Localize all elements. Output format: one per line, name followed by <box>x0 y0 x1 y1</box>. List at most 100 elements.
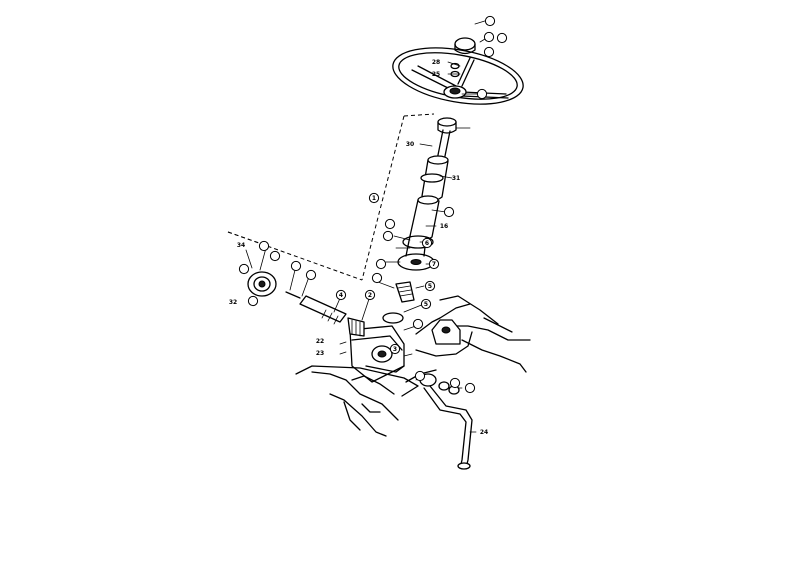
callout-circle <box>238 263 250 275</box>
callout-unlabeled <box>476 88 488 100</box>
callout-31: 31 <box>452 175 460 182</box>
callout-circle <box>476 88 488 100</box>
callout-circle <box>484 15 496 27</box>
callout-circle <box>290 260 302 272</box>
callout-number: 2 <box>368 292 372 299</box>
callout-unlabeled <box>449 377 461 389</box>
callout-circle <box>364 289 376 301</box>
callout-circle <box>483 31 495 43</box>
callout-unlabeled <box>371 272 383 284</box>
sector-gear <box>347 317 365 337</box>
callout-circle <box>382 230 394 242</box>
callout-30: 30 <box>406 141 414 148</box>
callout-number: 34 <box>237 242 245 249</box>
callout-circle <box>368 192 380 204</box>
assembly-group-bracket <box>227 113 435 281</box>
callout-circle <box>371 272 383 284</box>
callout-circle <box>269 250 281 262</box>
callout-unlabeled <box>375 258 387 270</box>
callout-number: 24 <box>480 429 488 436</box>
callout-25: 25 <box>432 71 440 78</box>
worm-gear <box>395 281 415 303</box>
callout-7: 7 <box>428 258 440 270</box>
callout-number: 16 <box>440 223 448 230</box>
callout-number: 5 <box>424 301 428 308</box>
callout-circle <box>483 46 495 58</box>
callout-unlabeled <box>483 31 495 43</box>
thrust-washer <box>382 312 404 324</box>
callout-23: 23 <box>316 350 324 357</box>
callout-2: 2 <box>364 289 376 301</box>
callout-circle <box>424 280 436 292</box>
pinion-housing <box>247 271 277 297</box>
callout-circle <box>420 298 432 310</box>
callout-number: 32 <box>229 299 237 306</box>
callout-6: 6 <box>421 237 433 249</box>
callout-unlabeled <box>384 218 396 230</box>
callout-unlabeled <box>483 46 495 58</box>
callout-unlabeled <box>269 250 281 262</box>
callout-unlabeled <box>258 240 270 252</box>
callout-unlabeled <box>464 382 476 394</box>
callout-unlabeled <box>247 295 259 307</box>
callout-number: 25 <box>432 71 440 78</box>
bracket-upper-right <box>431 319 461 345</box>
callout-number: 23 <box>316 350 324 357</box>
horn-cap <box>454 37 476 55</box>
pinion-shaft <box>285 291 347 325</box>
callout-circle <box>449 377 461 389</box>
callout-number: 31 <box>452 175 460 182</box>
steering-shaft <box>436 129 451 162</box>
callout-28: 28 <box>432 59 440 66</box>
callout-circle <box>375 258 387 270</box>
callout-circle <box>247 295 259 307</box>
frame-chassis <box>295 295 531 437</box>
callout-unlabeled <box>412 318 424 330</box>
callout-number: 1 <box>372 195 376 202</box>
callout-5: 5 <box>420 298 432 310</box>
gear-box <box>349 325 405 383</box>
callout-unlabeled <box>290 260 302 272</box>
callout-number: 6 <box>425 240 429 247</box>
callout-5: 5 <box>424 280 436 292</box>
callout-unlabeled <box>238 263 250 275</box>
callout-circle <box>414 370 426 382</box>
callout-circle <box>335 289 347 301</box>
callout-number: 4 <box>339 292 343 299</box>
column-tube-upper <box>420 155 449 201</box>
callout-unlabeled <box>496 32 508 44</box>
callout-circle <box>389 343 401 355</box>
callout-number: 22 <box>316 338 324 345</box>
callout-circle <box>421 237 433 249</box>
column-tube-lower <box>409 195 440 241</box>
callout-circle <box>412 318 424 330</box>
callout-number: 7 <box>432 261 436 268</box>
callout-unlabeled <box>484 15 496 27</box>
callout-34: 34 <box>237 242 245 249</box>
callout-22: 22 <box>316 338 324 345</box>
callout-circle <box>496 32 508 44</box>
drag-link-washers <box>438 381 460 395</box>
callout-circle <box>428 258 440 270</box>
callout-circle <box>258 240 270 252</box>
callout-4: 4 <box>335 289 347 301</box>
callout-1: 1 <box>368 192 380 204</box>
callout-unlabeled <box>443 206 455 218</box>
callout-32: 32 <box>229 299 237 306</box>
callout-number: 5 <box>428 283 432 290</box>
callout-circle <box>305 269 317 281</box>
callout-circle <box>384 218 396 230</box>
callout-3: 3 <box>389 343 401 355</box>
callout-number: 30 <box>406 141 414 148</box>
callout-16: 16 <box>440 223 448 230</box>
upper-bushing <box>437 117 457 134</box>
callout-number: 3 <box>393 346 397 353</box>
callout-circle <box>464 382 476 394</box>
callout-unlabeled <box>414 370 426 382</box>
callout-circle <box>443 206 455 218</box>
callout-unlabeled <box>305 269 317 281</box>
callout-number: 28 <box>432 59 440 66</box>
callout-unlabeled <box>382 230 394 242</box>
